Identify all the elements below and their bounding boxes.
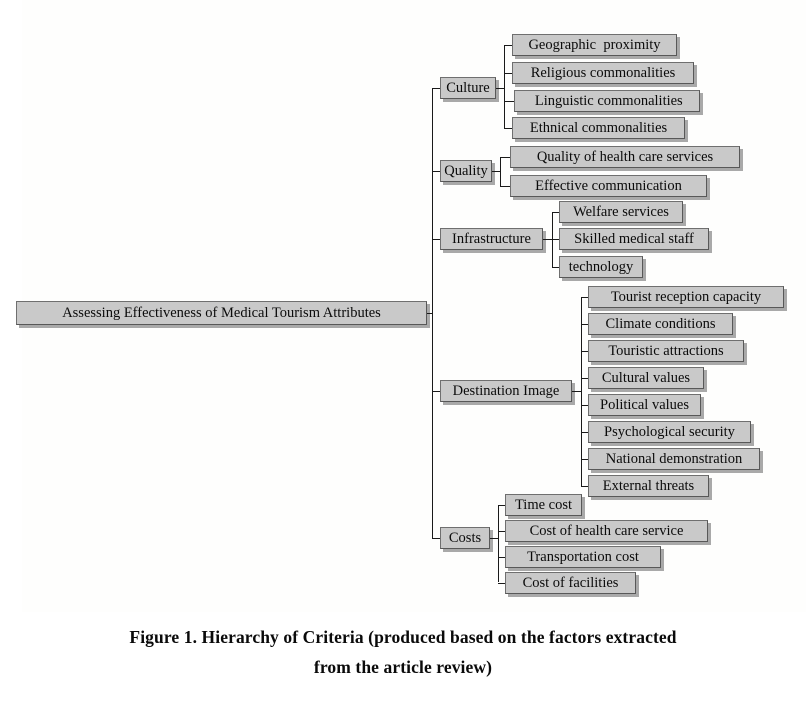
connector-costs-out: [490, 538, 498, 539]
leaf-label: Ethnical commonalities: [529, 119, 668, 136]
branch-node-destination-image-label: Destination Image: [452, 382, 560, 399]
connector-quality-child-2: [500, 186, 510, 187]
connector-main-trunk: [432, 88, 433, 539]
leaf-label: Climate conditions: [605, 315, 716, 332]
leaf-label: Cost of health care service: [529, 522, 684, 539]
branch-node-culture: Culture: [440, 77, 496, 99]
connector-destination-child-7: [581, 459, 588, 460]
connector-costs-child-2: [498, 531, 505, 532]
leaf-label: Political values: [600, 396, 689, 413]
leaf-node-religious-commonalities: Religious commonalities: [512, 62, 694, 84]
connector-destination-child-3: [581, 351, 588, 352]
leaf-node-technology: technology: [559, 256, 643, 278]
leaf-node-external-threats: External threats: [588, 475, 709, 497]
leaf-node-cost-of-health-care-service: Cost of health care service: [505, 520, 708, 542]
root-node-label: Assessing Effectiveness of Medical Touri…: [62, 304, 381, 321]
connector-destination-child-1: [581, 297, 588, 298]
connector-destination-child-2: [581, 324, 588, 325]
leaf-label: National demonstration: [605, 450, 743, 467]
leaf-node-time-cost: Time cost: [505, 494, 582, 516]
connector-costs-child-1: [498, 505, 505, 506]
leaf-label: Religious commonalities: [530, 64, 676, 81]
connector-infrastructure-child-1: [552, 212, 559, 213]
leaf-node-cultural-values: Cultural values: [588, 367, 704, 389]
leaf-label: Linguistic commonalities: [531, 92, 683, 109]
branch-node-quality-label: Quality: [444, 162, 488, 179]
connector-root-stub: [427, 313, 433, 314]
leaf-node-transportation-cost: Transportation cost: [505, 546, 661, 568]
connector-costs-child-3: [498, 557, 505, 558]
connector-branch-destination-image: [432, 391, 440, 392]
leaf-label: technology: [568, 258, 634, 275]
leaf-label: Welfare services: [573, 203, 669, 220]
connector-infrastructure-out: [543, 239, 552, 240]
leaf-label: Touristic attractions: [608, 342, 724, 359]
leaf-node-effective-communication: Effective communication: [510, 175, 707, 197]
branch-node-costs-label: Costs: [448, 529, 482, 546]
leaf-node-tourist-reception-capacity: Tourist reception capacity: [588, 286, 784, 308]
leaf-node-ethnical-commonalities: Ethnical commonalities: [512, 117, 685, 139]
leaf-node-psychological-security: Psychological security: [588, 421, 751, 443]
connector-branch-culture: [432, 88, 440, 89]
figure-caption: Figure 1. Hierarchy of Criteria (produce…: [0, 622, 806, 682]
connector-costs-child-4: [498, 583, 505, 584]
leaf-node-skilled-medical-staff: Skilled medical staff: [559, 228, 709, 250]
connector-culture-bus: [504, 45, 505, 128]
leaf-node-national-demonstration: National demonstration: [588, 448, 760, 470]
branch-node-infrastructure: Infrastructure: [440, 228, 543, 250]
branch-node-infrastructure-label: Infrastructure: [452, 230, 531, 247]
leaf-node-linguistic-commonalities: Linguistic commonalities: [514, 90, 700, 112]
leaf-label: Cost of facilities: [522, 574, 619, 591]
branch-node-costs: Costs: [440, 527, 490, 549]
leaf-node-quality-health-care-services: Quality of health care services: [510, 146, 740, 168]
connector-culture-out: [496, 88, 504, 89]
leaf-label: Tourist reception capacity: [610, 288, 762, 305]
connector-costs-bus: [498, 505, 499, 582]
leaf-label: Cultural values: [601, 369, 691, 386]
connector-quality-child-1: [500, 157, 510, 158]
root-node: Assessing Effectiveness of Medical Touri…: [16, 301, 427, 325]
leaf-node-geographic-proximity: Geographic proximity: [512, 34, 677, 56]
connector-culture-child-3: [504, 101, 514, 102]
connector-destination-child-5: [581, 405, 588, 406]
connector-destination-child-4: [581, 378, 588, 379]
connector-branch-quality: [432, 171, 440, 172]
connector-destination-child-8: [581, 486, 588, 487]
figure-caption-line-1: Figure 1. Hierarchy of Criteria (produce…: [129, 627, 677, 647]
leaf-label: Time cost: [514, 496, 573, 513]
connector-destination-child-6: [581, 432, 588, 433]
branch-node-quality: Quality: [440, 160, 492, 182]
connector-branch-costs: [432, 538, 440, 539]
branch-node-destination-image: Destination Image: [440, 380, 572, 402]
connector-infrastructure-child-2: [552, 239, 559, 240]
connector-quality-out: [492, 171, 500, 172]
connector-infrastructure-child-3: [552, 267, 559, 268]
connector-culture-child-4: [504, 128, 512, 129]
leaf-node-climate-conditions: Climate conditions: [588, 313, 733, 335]
branch-node-culture-label: Culture: [446, 79, 490, 96]
leaf-label: Psychological security: [604, 423, 735, 440]
leaf-node-cost-of-facilities: Cost of facilities: [505, 572, 636, 594]
connector-quality-bus: [500, 157, 501, 187]
leaf-label: External threats: [602, 477, 695, 494]
connector-culture-child-2: [504, 73, 512, 74]
connector-branch-infrastructure: [432, 239, 440, 240]
leaf-label: Skilled medical staff: [574, 230, 694, 247]
leaf-label: Transportation cost: [527, 548, 639, 565]
leaf-node-welfare-services: Welfare services: [559, 201, 683, 223]
leaf-label: Quality of health care services: [536, 148, 714, 165]
connector-culture-child-1: [504, 45, 512, 46]
connector-destination-image-out: [572, 391, 581, 392]
leaf-label: Geographic proximity: [528, 36, 661, 53]
leaf-node-political-values: Political values: [588, 394, 701, 416]
figure-caption-line-2: from the article review): [313, 657, 493, 677]
leaf-node-touristic-attractions: Touristic attractions: [588, 340, 744, 362]
leaf-label: Effective communication: [535, 177, 682, 194]
hierarchy-diagram: Assessing Effectiveness of Medical Touri…: [16, 34, 784, 594]
connector-destination-image-bus: [581, 297, 582, 487]
